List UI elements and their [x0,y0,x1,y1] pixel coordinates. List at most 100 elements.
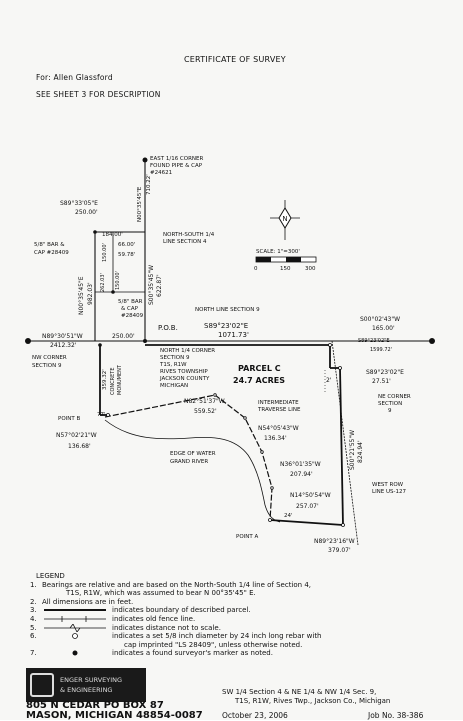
company-address: 805 N CEDAR PO BOX 87 [26,700,164,711]
logo-mark-icon [30,673,54,697]
bearing-n82: N82°51'37"W [184,398,225,405]
parcel-name: PARCEL C [238,364,281,373]
distance-2751: 27.51' [372,378,391,385]
distance-24123: 2412.32' [50,342,77,349]
bearing-n36: N36°01'35"W [280,461,321,468]
bearing-n89-bottom: N89°23'16"W [314,538,355,545]
scale-tick-150: 150 [280,266,291,272]
set-rebar-icon [338,366,342,370]
survey-date: October 23, 2006 [222,711,288,720]
distance-20794: 207.94' [290,471,313,478]
edge-water-2: GRAND RIVER [170,459,208,465]
set-rebar-icon [243,416,247,420]
ns-corner-5: JACKSON COUNTY [159,376,210,382]
east-corner-label-3: #24621 [150,170,172,176]
east-corner-label-2: FOUND PIPE & CAP [150,163,203,169]
bearing-s00-mid: S00°35'45"W [148,265,155,305]
bar-cap-mid-3: #28409 [121,313,144,319]
legend-num: 1. [30,580,37,589]
scale-bar [255,256,317,263]
scale-tick-300: 300 [305,266,316,272]
two-feet-label: 2' [326,377,332,384]
ne-corner-2: SECTION [378,401,402,407]
bearing-n57: N57°02'21"W [56,432,97,439]
west-row-2: LINE US-127 [372,489,407,495]
location-line-1: SW 1/4 Section 4 & NE 1/4 & NW 1/4 Sec. … [222,688,377,696]
bearing-top: S89°33'05"E [60,200,98,207]
distance-37907: 379.07' [328,547,351,554]
set-rebar-icon [42,632,112,640]
north-line-label: NORTH LINE SECTION 9 [195,307,260,313]
ns-line-label-2: LINE SECTION 4 [163,239,207,245]
bar-cap-mid-1: 5/8" BAR [118,299,143,305]
bearing-s89-right: S89°23'02"E [358,338,390,344]
found-marker-icon [25,338,31,344]
legend-num: 5. [30,623,37,632]
distance-5978: 59.78' [118,252,135,258]
legend-item: 4. indicates old fence line. [30,615,450,624]
company-name-1: ENGER SURVEYING [60,676,123,684]
distance-159972: 1599.72' [370,347,392,353]
pob-label: P.O.B. [158,324,178,332]
legend-text: indicates old fence line. [112,614,196,623]
bearing-s00-right: S00°02'43"W [360,316,400,323]
see-sheet-note: SEE SHEET 3 FOR DESCRIPTION [36,90,161,99]
bearing-s89-parcel: S89°23'02"E [204,322,248,330]
legend-text: indicates a found surveyor's marker as n… [112,649,273,658]
distance-24: 24' [284,513,293,519]
company-name-2: & ENGINEERING [60,686,113,694]
legend-item: 7. indicates a found surveyor's marker a… [30,649,450,658]
set-rebar-icon [213,393,217,397]
distance-66: 66.00' [118,242,135,248]
set-rebar-icon [260,450,264,454]
found-marker-icon [98,343,102,347]
distance-top: 250.00' [75,209,98,216]
bar-cap-left-1: 5/8" BAR & [34,242,65,248]
nw-corner-1: NW CORNER [32,355,67,361]
distance-16500: 165.00' [372,325,395,332]
bearing-n54: N54°05'43"W [258,425,299,432]
bar-cap-left-2: CAP #28409 [34,250,69,256]
legend-num: 7. [30,649,37,658]
fence-line-icon [42,615,112,623]
ns-corner-1: NORTH 1/4 CORNER [160,348,215,354]
point-b-label: POINT B [58,416,80,422]
legend: LEGEND 1. Bearings are relative and are b… [30,572,450,658]
distance-150a: 150.00' [102,243,108,262]
found-marker-icon [143,339,147,343]
location-line-2: T1S, R1W, Rives Twp., Jackson Co., Michi… [235,697,391,705]
survey-plat-drawing: N [25,156,435,554]
distance-184: 184.00' [102,232,123,238]
bearing-s89-small: S89°23'02"E [366,369,404,376]
legend-text: All dimensions are in feet. [42,597,134,606]
distance-25707: 257.07' [296,503,319,510]
distance-98203: 982.03' [87,282,94,305]
distance-62287: 622.87' [156,274,163,297]
legend-text: cap imprinted "LS 28409", unless otherwi… [124,640,303,649]
intermediate-2: TRAVERSE LINE [257,407,301,413]
set-rebar-icon [341,523,345,527]
found-marker-icon [42,649,112,657]
bearing-n00-top: N00°35'45"E [137,186,143,222]
ne-corner-3: 9 [388,408,392,414]
legend-item: 6. indicates a set 5/8 inch diameter by … [30,632,450,641]
boundary-line-icon [42,606,112,614]
bar-cap-mid-2: & CAP [121,306,139,312]
legend-title: LEGEND [36,572,65,580]
set-rebar-icon [106,413,110,417]
bearing-n00-left: N00°35'45"E [78,276,85,315]
distance-55952: 559.52' [194,408,217,415]
nw-corner-2: SECTION 9 [32,363,62,369]
not-to-scale-icon [42,622,112,633]
concrete-2: MONUMENT [117,364,123,395]
legend-num: 6. [30,632,37,641]
ns-corner-3: T1S, R1W [159,362,187,368]
parcel-area: 24.7 ACRES [233,376,285,385]
legend-note: T1S, R1W, which was assumed to bear N 00… [30,589,450,598]
bearing-n14: N14°50'54"W [290,492,331,499]
legend-item: 3. indicates boundary of described parce… [30,606,450,615]
legend-text: Bearings are relative and are based on t… [42,580,312,589]
set-rebar-icon [328,343,332,347]
legend-num [54,589,66,598]
